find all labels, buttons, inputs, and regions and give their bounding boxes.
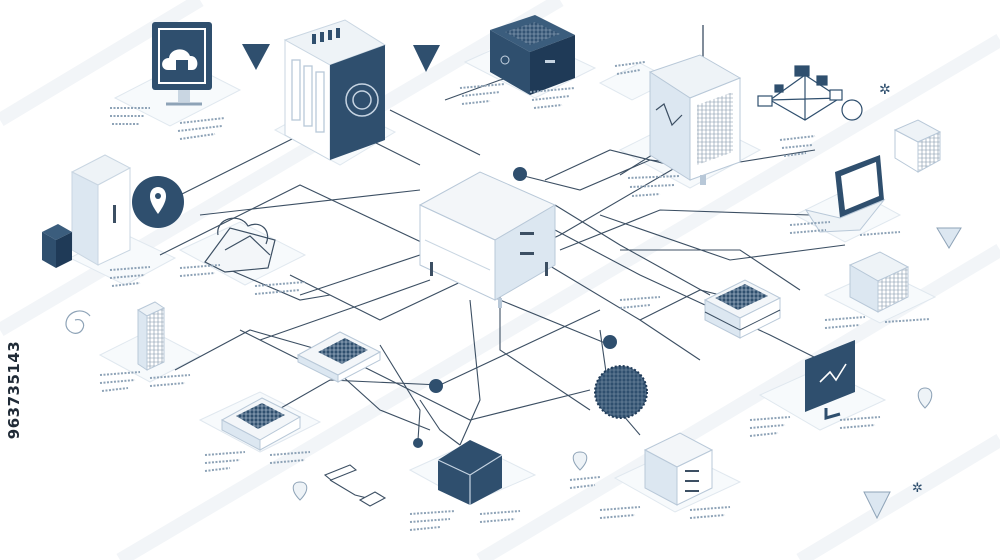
central-server-icon (418, 171, 557, 308)
router-icon (220, 397, 302, 451)
cloud-outline-icon (204, 217, 276, 273)
speaker-box-icon (490, 15, 575, 95)
server-tower-icon (283, 19, 387, 161)
chart-monitor-icon (805, 340, 855, 420)
label-placeholders (99, 61, 931, 531)
sphere-icon (594, 365, 648, 419)
diamond-marker-icon (936, 227, 962, 249)
hexagon-box-icon (437, 440, 503, 505)
satellite-drone-icon (757, 65, 863, 121)
connector-dots (413, 167, 617, 448)
router-icon (296, 331, 382, 383)
small-tower-icon (42, 224, 72, 268)
small-cube-icon (893, 119, 942, 173)
network-switch-icon (703, 279, 782, 339)
server-stack-icon (643, 432, 714, 506)
cloud-monitor-icon (152, 22, 212, 106)
diamond-marker-icon (242, 44, 440, 72)
location-pin-icon (132, 176, 184, 228)
laptop-icon (804, 155, 886, 233)
drive-cube-icon (848, 251, 910, 313)
spiral-icon (65, 310, 91, 334)
server-cabinet-icon (70, 154, 132, 266)
star-icon: ✲ (879, 82, 891, 98)
cable-device-icon (323, 464, 387, 507)
image-id-label: 963735143 (5, 340, 23, 440)
tall-rack-server-icon (648, 25, 742, 185)
diamond-marker-icon (863, 491, 891, 520)
star-icon: ✲ (912, 481, 923, 496)
pin-marker-icon (292, 387, 933, 501)
slim-server-icon (136, 301, 166, 371)
